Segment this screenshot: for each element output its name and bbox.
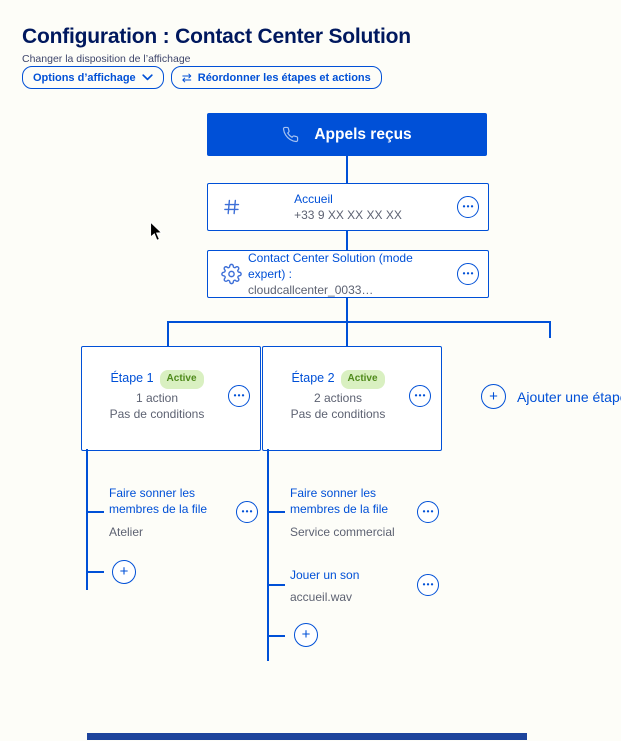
number-card: Accueil +33 9 XX XX XX XX ••• xyxy=(207,183,489,231)
phone-icon xyxy=(282,126,299,143)
layout-caption: Changer la disposition de l’affichage xyxy=(22,53,191,65)
chevron-down-icon xyxy=(142,74,153,81)
incoming-calls-label: Appels reçus xyxy=(314,125,412,143)
plus-icon: + xyxy=(119,563,129,580)
action-more-options-button[interactable]: ••• xyxy=(236,501,258,523)
connector-line xyxy=(167,321,169,346)
connector-line xyxy=(267,449,269,661)
action-subtitle: Atelier xyxy=(109,525,144,539)
action-item: Faire sonner les membres de la file Serv… xyxy=(290,485,412,540)
page-title: Configuration : Contact Center Solution xyxy=(22,25,411,49)
connector-line xyxy=(346,296,348,322)
reorder-steps-button[interactable]: ⇄ Réordonner les étapes et actions xyxy=(170,66,382,89)
connector-line xyxy=(87,511,104,513)
reorder-steps-label: Réordonner les étapes et actions xyxy=(197,71,371,84)
ellipsis-icon: ••• xyxy=(422,580,435,589)
ellipsis-icon: ••• xyxy=(241,507,254,516)
active-badge: Active xyxy=(340,369,385,389)
add-action-button[interactable]: + xyxy=(112,560,136,584)
add-action-button[interactable]: + xyxy=(294,623,318,647)
solution-title: Contact Center Solution (mode expert) : xyxy=(248,251,413,281)
step-card-1: Étape 1 Active 1 action Pas de conditions… xyxy=(81,346,261,451)
connector-line xyxy=(86,449,88,590)
dialpad-icon xyxy=(221,197,242,218)
step-conditions: Pas de conditions xyxy=(109,406,205,421)
step-conditions: Pas de conditions xyxy=(290,406,386,421)
number-more-options-button[interactable]: ••• xyxy=(457,196,479,218)
step2-more-options-button[interactable]: ••• xyxy=(409,385,431,407)
ellipsis-icon: ••• xyxy=(462,202,475,211)
ellipsis-icon: ••• xyxy=(233,391,246,400)
add-step-button[interactable]: + Ajouter une étape xyxy=(481,384,621,409)
step1-more-options-button[interactable]: ••• xyxy=(228,385,250,407)
connector-line xyxy=(268,584,285,586)
action-title: Faire sonner les membres de la file xyxy=(109,486,208,516)
solution-subtitle: cloudcallcenter_0033… xyxy=(248,283,374,297)
step-card-2: Étape 2 Active 2 actions Pas de condition… xyxy=(262,346,442,451)
swap-arrows-icon: ⇄ xyxy=(181,70,192,85)
add-step-label: Ajouter une étape xyxy=(517,388,621,405)
action-title: Faire sonner les membres de la file xyxy=(290,486,389,516)
display-options-label: Options d’affichage xyxy=(33,71,136,84)
action-more-options-button[interactable]: ••• xyxy=(417,574,439,596)
branch-line xyxy=(167,321,551,323)
step-actions-count: 1 action xyxy=(135,390,179,405)
connector-line xyxy=(346,321,348,346)
action-title: Jouer un son xyxy=(290,568,360,582)
connector-line xyxy=(268,635,285,637)
ellipsis-icon: ••• xyxy=(414,391,427,400)
action-item: Jouer un son accueil.wav xyxy=(290,567,412,605)
ellipsis-icon: ••• xyxy=(422,507,435,516)
toolbar: Options d’affichage ⇄ Réordonner les éta… xyxy=(22,66,382,89)
step-title: Étape 2 xyxy=(291,371,335,385)
action-subtitle: Service commercial xyxy=(290,525,395,539)
number-subtitle: +33 9 XX XX XX XX xyxy=(294,208,402,222)
display-options-button[interactable]: Options d’affichage xyxy=(22,66,164,89)
number-title: Accueil xyxy=(294,192,333,206)
ellipsis-icon: ••• xyxy=(462,269,475,278)
solution-more-options-button[interactable]: ••• xyxy=(457,263,479,285)
action-more-options-button[interactable]: ••• xyxy=(417,501,439,523)
connector-line xyxy=(87,571,104,573)
connector-line xyxy=(346,229,348,251)
connector-line xyxy=(549,321,551,338)
connector-line xyxy=(346,156,348,184)
incoming-calls-header: Appels reçus xyxy=(207,113,487,156)
step-title: Étape 1 xyxy=(110,371,154,385)
solution-card: Contact Center Solution (mode expert) : … xyxy=(207,250,489,298)
connector-line xyxy=(268,511,285,513)
plus-icon: + xyxy=(481,384,506,409)
bottom-bar xyxy=(87,733,527,740)
plus-icon: + xyxy=(301,626,311,643)
gear-icon xyxy=(221,263,242,285)
action-item: Faire sonner les membres de la file Atel… xyxy=(109,485,231,540)
mouse-cursor-icon xyxy=(149,220,164,248)
action-subtitle: accueil.wav xyxy=(290,590,353,604)
active-badge: Active xyxy=(159,369,204,389)
step-actions-count: 2 actions xyxy=(313,390,363,405)
